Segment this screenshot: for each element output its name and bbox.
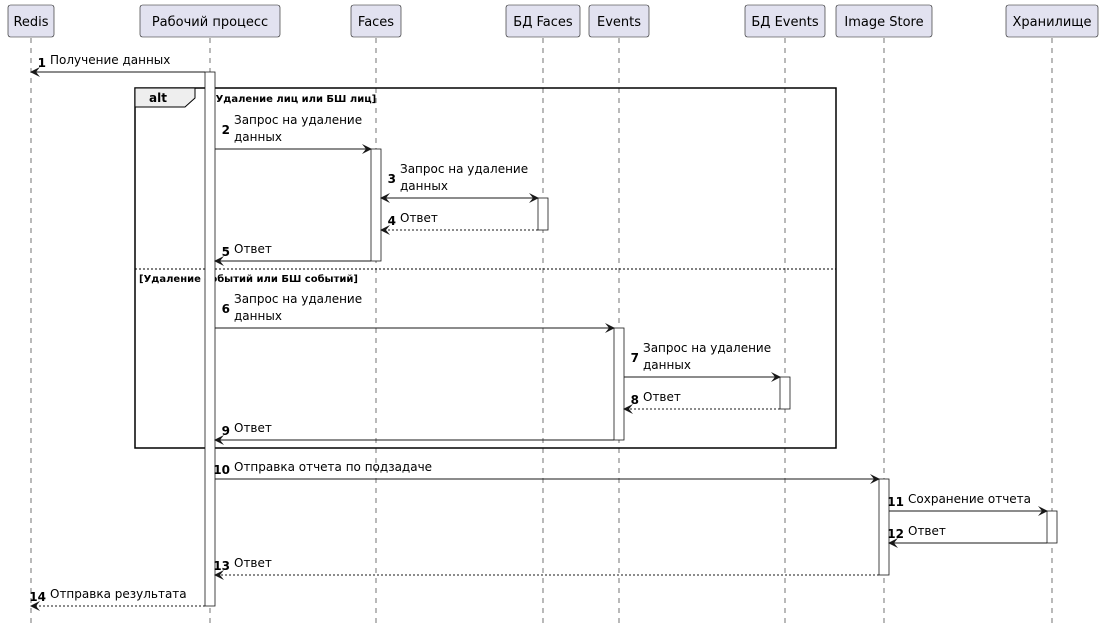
message-label: Запрос на удаление [234,113,362,127]
alt-frame [134,87,837,449]
participant-box [7,4,55,38]
activation-worker [204,71,216,607]
message-label: данных [400,179,448,193]
participant-label: БД Events [751,15,818,30]
message-label: Отправка отчета по подзадаче [234,460,432,474]
participant-label: Image Store [844,15,923,30]
participant-box [139,4,281,38]
message-number: 4 [388,214,396,228]
message-number: 7 [631,351,639,365]
activation-db-events [779,376,791,410]
participant-box [744,4,826,38]
participant-storage: Хранилище [1005,4,1099,38]
message-label: Запрос на удаление [400,162,528,176]
message-number: 6 [222,302,230,316]
message-3: 3 Запрос на удаление данных [380,162,539,203]
participant-label: Redis [13,15,48,30]
message-label: Ответ [234,242,272,256]
participant-events: Events [588,4,650,38]
participant-box [1005,4,1099,38]
participant-box [505,4,581,38]
participant-label: Faces [358,15,394,30]
message-number: 11 [887,495,904,509]
message-number: 13 [213,559,230,573]
message-number: 2 [222,123,230,137]
message-number: 8 [631,393,639,407]
participant-db-events: БД Events [744,4,826,38]
message-label: Сохранение отчета [908,492,1031,506]
message-label: Запрос на удаление [234,292,362,306]
message-label: Ответ [234,556,272,570]
alt-fragment: alt [Удаление лиц или БШ лиц] [Удаление со… [134,87,837,449]
message-11: 11 Сохранение отчета [887,492,1048,516]
message-1: 1 Получение данных [30,53,205,77]
message-label: данных [234,130,282,144]
activation-faces [370,148,382,262]
message-label: Ответ [234,421,272,435]
message-label: данных [234,309,282,323]
participant-label: Рабочий процесс [152,15,268,30]
message-label: данных [643,358,691,372]
message-14: 14 Отправка результата [29,587,205,611]
participant-label: Events [597,15,641,30]
participant-box [350,4,402,38]
message-5: 5 Ответ [214,242,371,266]
message-label: Получение данных [50,53,170,67]
alt-header-tab [134,87,196,108]
participant-label: БД Faces [513,15,573,30]
message-number: 14 [29,590,46,604]
activation-image-store [878,478,890,576]
participant-label: Хранилище [1012,15,1091,30]
message-7: 7 Запрос на удаление данных [624,341,781,382]
message-number: 1 [38,56,46,70]
activation-db-faces [537,197,549,231]
participant-worker: Рабочий процесс [139,4,281,38]
message-number: 3 [388,172,396,186]
message-label: Отправка результата [50,587,187,601]
message-number: 10 [213,463,230,477]
activation-storage [1046,510,1058,544]
message-2: 2 Запрос на удаление данных [215,113,372,154]
message-number: 9 [222,424,230,438]
message-6: 6 Запрос на удаление данных [215,292,615,333]
alt-guard-1: [Удаление лиц или БШ лиц] [211,94,376,105]
message-label: Ответ [643,390,681,404]
participant-box [835,4,933,38]
participant-redis: Redis [7,4,55,38]
participant-db-faces: БД Faces [505,4,581,38]
message-10: 10 Отправка отчета по подзадаче [213,460,880,484]
message-label: Запрос на удаление [643,341,771,355]
alt-guard-2: [Удаление событий или БШ событий] [139,273,358,285]
participant-image-store: Image Store [835,4,933,38]
message-number: 12 [887,527,904,541]
message-label: Ответ [400,211,438,225]
message-label: Ответ [908,524,946,538]
message-8: 8 Ответ [623,390,780,414]
message-4: 4 Ответ [380,211,538,235]
message-12: 12 Ответ [887,524,1047,548]
activation-events [613,327,625,441]
participant-box [588,4,650,38]
message-number: 5 [222,245,230,259]
message-9: 9 Ответ [214,421,614,445]
alt-keyword: alt [149,91,167,105]
participant-faces: Faces [350,4,402,38]
message-13: 13 Ответ [213,556,879,580]
